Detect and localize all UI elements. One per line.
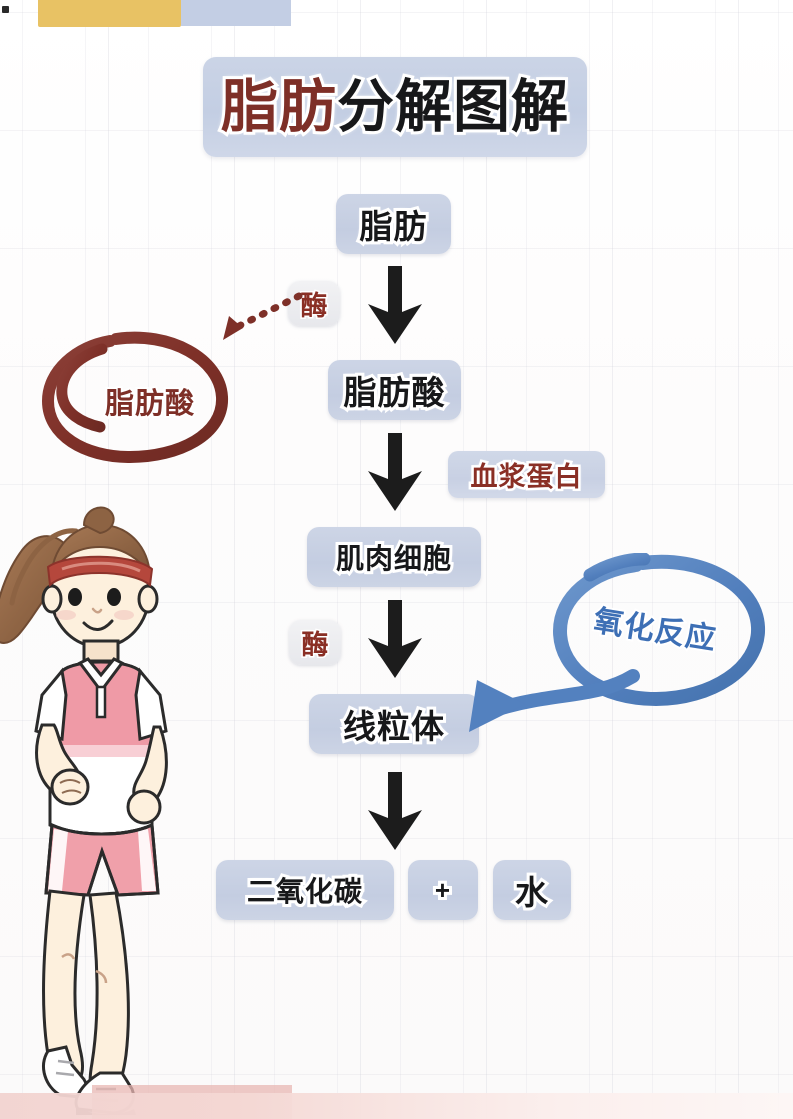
knee-right xyxy=(95,969,108,984)
shorts-stripe-right xyxy=(138,829,156,891)
nose xyxy=(91,607,103,614)
shirt-stripe xyxy=(50,745,152,757)
placket xyxy=(95,685,107,719)
eye-right xyxy=(107,588,121,606)
hair-knot xyxy=(82,506,115,535)
label-enzyme-1[interactable]: 酶 xyxy=(288,281,340,326)
curved-arrow-icon xyxy=(469,669,640,732)
fist-left xyxy=(50,768,90,806)
node-fat[interactable]: 脂肪 xyxy=(336,194,451,254)
shorts-stripe-left xyxy=(48,829,68,891)
node-fatty-acid-label: 脂肪酸 xyxy=(341,371,448,414)
page-title-black: 分解图解 xyxy=(334,74,571,140)
hair-strand xyxy=(9,528,79,606)
node-fat-label: 脂肪 xyxy=(357,205,430,248)
node-fatty-acid[interactable]: 脂肪酸 xyxy=(328,360,461,420)
node-water-label: 水 xyxy=(512,871,551,914)
arrow-down-icon-2 xyxy=(368,433,422,511)
fist-right xyxy=(126,789,162,825)
dashed-arrow-icon xyxy=(223,292,303,340)
node-mitochondria-label: 线粒体 xyxy=(340,705,447,748)
label-enzyme-2-text: 酶 xyxy=(300,629,330,662)
headband xyxy=(46,555,154,588)
label-plasma-protein-text: 血浆蛋白 xyxy=(468,460,584,495)
node-carbon-dioxide-label: 二氧化碳 xyxy=(244,873,365,910)
ear-right xyxy=(137,584,159,614)
ear-left xyxy=(41,584,63,614)
headband-highlight xyxy=(61,561,141,573)
running-girl-illustration xyxy=(0,506,168,1115)
fist-knuckles xyxy=(59,779,82,794)
label-enzyme-2[interactable]: 酶 xyxy=(289,620,341,665)
blush-left xyxy=(56,610,76,620)
top-blue-tab[interactable] xyxy=(181,0,291,26)
bottom-pink-band xyxy=(0,1093,793,1119)
page-title: 脂肪分解图解 xyxy=(203,74,587,140)
mouth xyxy=(82,619,114,631)
blue-circle-annotation xyxy=(552,553,765,707)
arrow-down-icon-1 xyxy=(368,266,422,344)
shorts-outline xyxy=(44,822,160,897)
node-water[interactable]: 水 xyxy=(493,860,571,920)
shoe-left-laces xyxy=(55,1059,75,1077)
page-title-red: 脂肪 xyxy=(218,74,339,140)
top-marker-dot xyxy=(2,6,9,13)
label-plasma-protein[interactable]: 血浆蛋白 xyxy=(448,451,605,498)
red-circle-annotation xyxy=(41,331,228,464)
arrow-down-icon-3 xyxy=(368,600,422,678)
node-plus-label: + xyxy=(432,872,453,908)
node-muscle-cell[interactable]: 肌肉细胞 xyxy=(307,527,481,587)
arrow-down-icon-4 xyxy=(368,772,422,850)
node-carbon-dioxide[interactable]: 二氧化碳 xyxy=(216,860,394,920)
title-plate: 脂肪分解图解 xyxy=(203,57,587,157)
eye-left xyxy=(68,588,82,606)
node-mitochondria[interactable]: 线粒体 xyxy=(309,694,479,754)
knee-left xyxy=(61,953,76,960)
blush-right xyxy=(114,610,134,620)
leg-right xyxy=(88,891,130,1103)
node-muscle-cell-label: 肌肉细胞 xyxy=(333,540,454,577)
top-yellow-tab[interactable] xyxy=(38,0,181,27)
red-circle-label: 脂肪酸 xyxy=(103,386,196,422)
node-plus-operator: + xyxy=(408,860,478,920)
label-enzyme-1-text: 酶 xyxy=(299,290,329,323)
